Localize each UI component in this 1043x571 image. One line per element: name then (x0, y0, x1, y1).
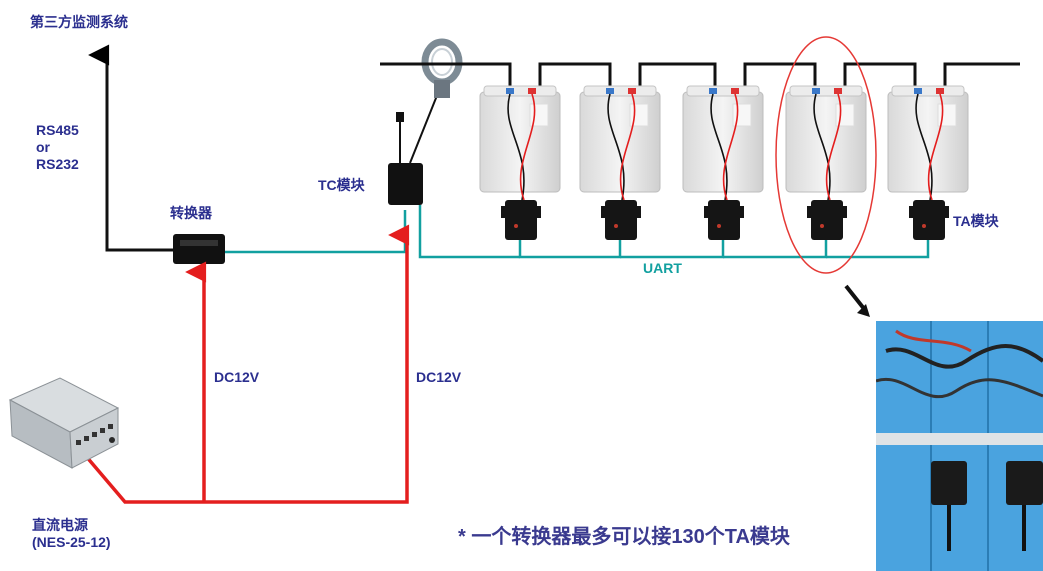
capacity-note: * 一个转换器最多可以接130个TA模块 (458, 526, 790, 548)
power-supply-label: 直流电源 (NES-25-12) (32, 517, 111, 550)
dc12v-right-label: DC12V (416, 369, 462, 385)
rs-bus-line (88, 44, 173, 252)
battery-cell (785, 85, 867, 201)
battery-string (479, 85, 969, 240)
monitor-system-label: 第三方监测系统 (30, 14, 128, 30)
converter-device (173, 234, 225, 264)
ta-module-label: TA模块 (953, 213, 999, 229)
battery-photo (876, 321, 1043, 571)
rs-protocols-label: RS485 or RS232 (36, 122, 79, 172)
uart-line-bus (418, 205, 520, 259)
ta-module-device (807, 200, 847, 240)
busbar-line (380, 62, 1020, 90)
ta-module-device (704, 200, 744, 240)
power-supply-icon (8, 377, 120, 469)
battery-cell (682, 85, 764, 201)
dc12v-left-label: DC12V (214, 369, 260, 385)
tc-module-label: TC模块 (318, 177, 365, 193)
ta-module-device (909, 200, 949, 240)
uart-chain (518, 240, 930, 259)
pointer-arrow (844, 284, 867, 312)
battery-cell (579, 85, 661, 201)
battery-cell (887, 85, 969, 201)
uart-label: UART (643, 260, 682, 276)
current-sensor-icon (421, 38, 463, 98)
uart-line-converter (225, 210, 407, 254)
power-line (83, 224, 410, 504)
converter-label: 转换器 (170, 205, 212, 221)
ta-module-device (601, 200, 641, 240)
battery-cell (479, 85, 561, 201)
highlight-circle (775, 36, 877, 274)
ta-module-device (501, 200, 541, 240)
tc-module-device (388, 163, 423, 205)
